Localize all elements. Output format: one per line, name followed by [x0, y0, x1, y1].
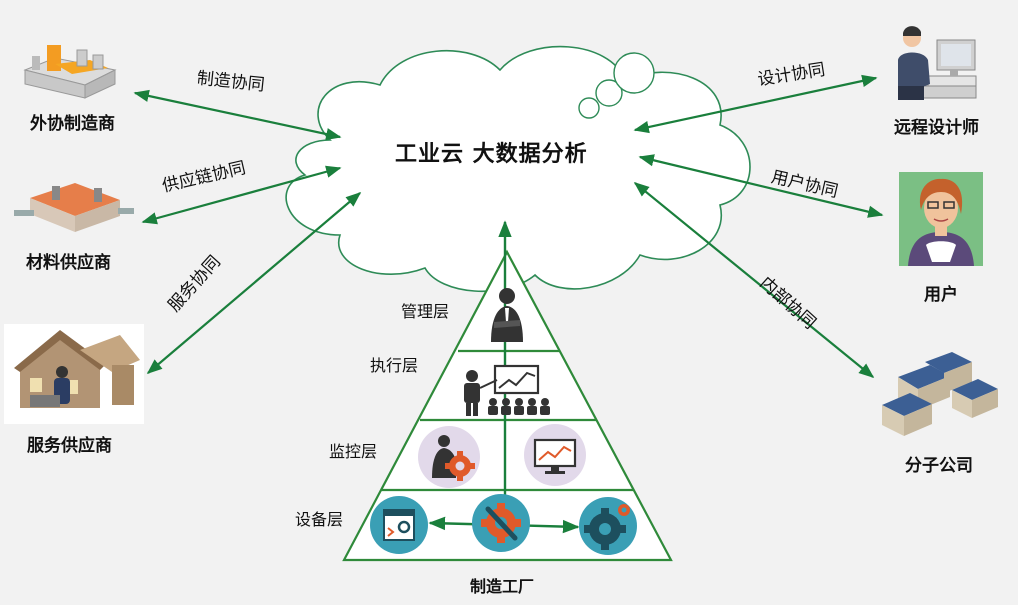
house-icon [4, 324, 144, 424]
node-outsource-manufacturer: 外协制造商 [30, 114, 115, 134]
node-remote-designer: 远程设计师 [894, 118, 979, 138]
cloud-title: 工业云 大数据分析 [395, 142, 588, 167]
window-gear-icon [370, 496, 428, 554]
cloud-shape [285, 45, 751, 293]
user-avatar-icon [899, 172, 983, 266]
factory-title: 制造工厂 [470, 577, 535, 596]
arrow-service [146, 192, 362, 374]
node-service-supplier: 服务供应商 [27, 436, 112, 456]
designer-icon [898, 26, 977, 100]
node-user: 用户 [924, 285, 958, 305]
collab-arrows [133, 74, 884, 378]
arrow-internal [633, 182, 875, 378]
warehouse-icon [14, 183, 134, 232]
manager-icon [491, 288, 523, 342]
node-branch-company: 分子公司 [905, 456, 973, 476]
pyramid-dividers [381, 349, 633, 492]
wrench-gear-icon [472, 494, 530, 552]
chart-monitor-icon [524, 424, 586, 486]
arrow-manufacturing [133, 89, 342, 141]
factory-icon [23, 45, 117, 99]
globe-gear-icon [579, 497, 637, 555]
layer-management: 管理层 [401, 302, 450, 321]
layer-monitoring: 监控层 [329, 442, 378, 461]
layer-equipment: 设备层 [295, 510, 344, 529]
arrow-design [633, 74, 878, 134]
node-material-supplier: 材料供应商 [26, 253, 111, 273]
layer-execution: 执行层 [370, 356, 419, 375]
engineer-gear-icon [418, 426, 480, 488]
presenter-icon [464, 364, 550, 416]
branch-buildings-icon [882, 352, 998, 436]
